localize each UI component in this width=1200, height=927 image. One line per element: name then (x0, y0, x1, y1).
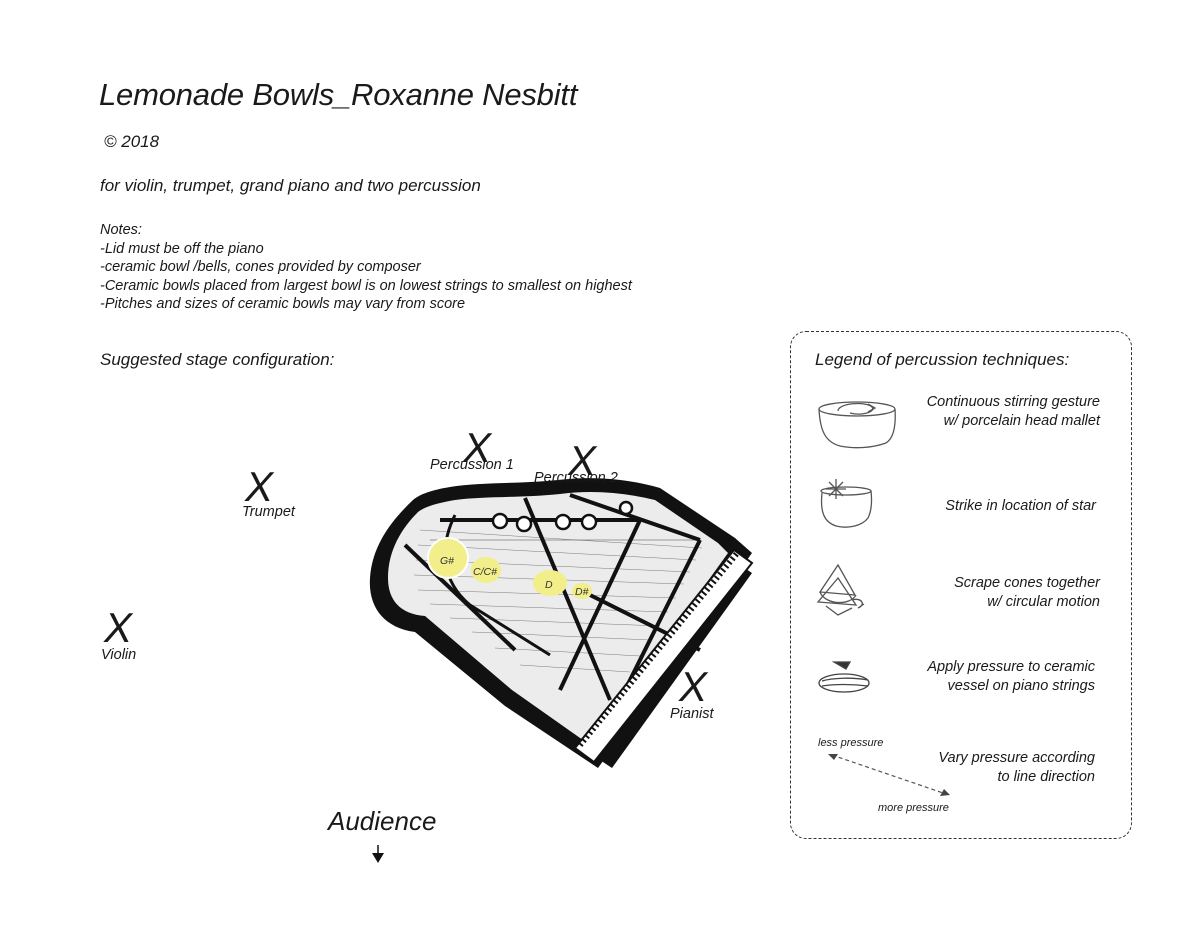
bowl-label: D (545, 579, 553, 591)
percussion-2-marker: X (568, 437, 597, 484)
star-bowl-icon (820, 479, 873, 528)
bowl-label: C/C# (473, 566, 497, 578)
trumpet-label: Trumpet (242, 504, 295, 520)
violin-label: Violin (101, 647, 137, 663)
instrumentation: for violin, trumpet, grand piano and two… (100, 176, 481, 195)
ceramic-bowls: G# C/C# D D# (427, 537, 592, 599)
bowl-label: D# (575, 586, 589, 598)
notes-heading: Notes: (100, 222, 142, 238)
grand-piano-illustration (369, 478, 754, 768)
pianist-label: Pianist (670, 706, 714, 722)
technique-line: Apply pressure to ceramic (927, 659, 1095, 675)
violin-marker: X (104, 604, 133, 651)
bowl-d (533, 570, 567, 596)
vessel-pressure-icon (818, 661, 870, 693)
percussion-1-marker: X (463, 424, 492, 471)
more-pressure-label: more pressure (878, 802, 949, 814)
copyright-notice: © 2018 (104, 132, 160, 151)
percussion-1-label: Percussion 1 (430, 457, 514, 473)
stage-configuration-heading: Suggested stage configuration: (100, 350, 335, 369)
note-item: -Ceramic bowls placed from largest bowl … (100, 277, 632, 294)
piano-keyboard (573, 548, 754, 764)
technique-line: Vary pressure according (938, 750, 1095, 766)
trumpet-marker: X (245, 463, 274, 510)
technique-line: to line direction (997, 768, 1095, 785)
technique-line: Scrape cones together (954, 575, 1100, 591)
bowl-d-sharp (572, 583, 592, 599)
notes-section: Notes: -Lid must be off the piano -ceram… (100, 221, 632, 314)
technique-line: w/ circular motion (987, 593, 1100, 610)
stirring-bowl-icon (818, 401, 896, 449)
technique-star-text: Strike in location of star (945, 497, 1096, 516)
page-title: Lemonade Bowls_Roxanne Nesbitt (99, 77, 578, 112)
cones-icon (816, 563, 865, 616)
bowl-c-c-sharp (471, 557, 501, 583)
note-item: -ceramic bowl /bells, cones provided by … (100, 259, 421, 275)
pianist-marker: X (679, 663, 708, 710)
pressure-line-icon (828, 754, 950, 796)
note-item: -Lid must be off the piano (100, 240, 264, 257)
technique-cones-text: Scrape cones together w/ circular motion (954, 574, 1100, 611)
percussion-2-label: Percussion 2 (534, 470, 618, 486)
bowl-g-sharp (427, 537, 469, 579)
audience-label: Audience (328, 806, 437, 836)
technique-vary-text: Vary pressure according to line directio… (938, 749, 1095, 786)
less-pressure-label: less pressure (818, 737, 884, 749)
technique-line: vessel on piano strings (947, 677, 1096, 694)
legend-box (790, 331, 1132, 839)
technique-line: Strike in location of star (945, 498, 1096, 514)
technique-line: w/ porcelain head mallet (943, 412, 1100, 429)
note-item: -Pitches and sizes of ceramic bowls may … (100, 296, 466, 312)
down-arrow-icon (372, 845, 384, 863)
bowl-label: G# (440, 555, 454, 567)
technique-line: Continuous stirring gesture (926, 394, 1100, 410)
legend-title: Legend of percussion techniques: (815, 350, 1070, 369)
technique-pressure-text: Apply pressure to ceramic vessel on pian… (927, 658, 1095, 695)
technique-stirring-text: Continuous stirring gesture w/ porcelain… (927, 393, 1100, 430)
